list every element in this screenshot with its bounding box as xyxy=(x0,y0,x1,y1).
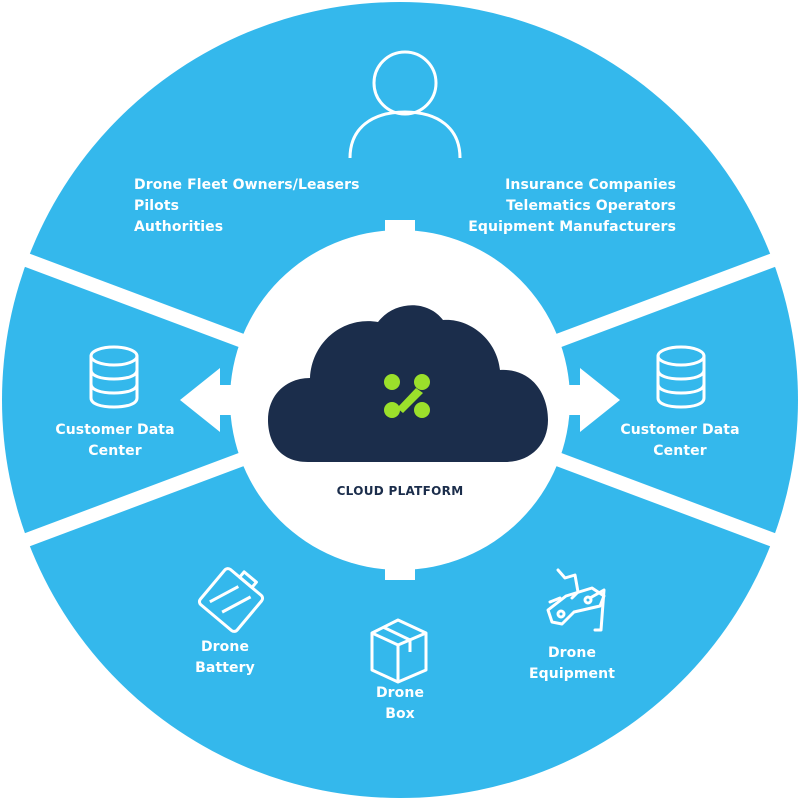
label-line: Drone xyxy=(200,639,250,655)
stakeholder-line: Pilots xyxy=(134,198,180,214)
stakeholder-line: Telematics Operators xyxy=(506,198,676,214)
multitool-icon xyxy=(546,568,606,632)
stakeholder-line: Authorities xyxy=(134,219,224,235)
arrow-left-icon xyxy=(180,368,250,432)
stakeholders-right-label: Insurance Companies Telematics Operators… xyxy=(468,175,676,238)
stakeholder-line: Insurance Companies xyxy=(505,177,676,193)
label-line: Customer Data xyxy=(620,422,740,438)
arrow-right-icon xyxy=(550,368,620,432)
flow-arrows xyxy=(180,220,620,580)
customer-data-center-right-label: Customer Data Center xyxy=(605,420,755,462)
stakeholder-line: Drone Fleet Owners/Leasers xyxy=(134,177,360,193)
drone-battery-label: Drone Battery xyxy=(175,637,275,679)
label-line: Drone xyxy=(375,685,425,701)
label-line: Box xyxy=(385,706,415,722)
arrow-up-icon xyxy=(370,510,430,580)
database-icon xyxy=(89,345,139,409)
label-line: Equipment xyxy=(528,666,615,682)
box-icon xyxy=(370,618,428,684)
label-line: Customer Data xyxy=(55,422,175,438)
stakeholders-left-label: Drone Fleet Owners/Leasers Pilots Author… xyxy=(134,175,360,238)
database-icon xyxy=(656,345,706,409)
customer-data-center-left-label: Customer Data Center xyxy=(40,420,190,462)
label-line: Battery xyxy=(195,660,255,676)
drone-equipment-label: Drone Equipment xyxy=(512,643,632,685)
arrow-down-icon xyxy=(370,220,430,290)
platform-logo-icon xyxy=(384,374,430,418)
drone-box-label: Drone Box xyxy=(350,683,450,725)
battery-icon xyxy=(197,567,265,633)
label-line: Center xyxy=(88,443,142,459)
cloud-icon xyxy=(268,305,548,462)
cloud-platform-title: CLOUD PLATFORM xyxy=(336,484,464,498)
label-line: Drone xyxy=(547,645,597,661)
stakeholder-line: Equipment Manufacturers xyxy=(468,219,676,235)
label-line: Center xyxy=(653,443,707,459)
user-icon xyxy=(348,50,462,159)
